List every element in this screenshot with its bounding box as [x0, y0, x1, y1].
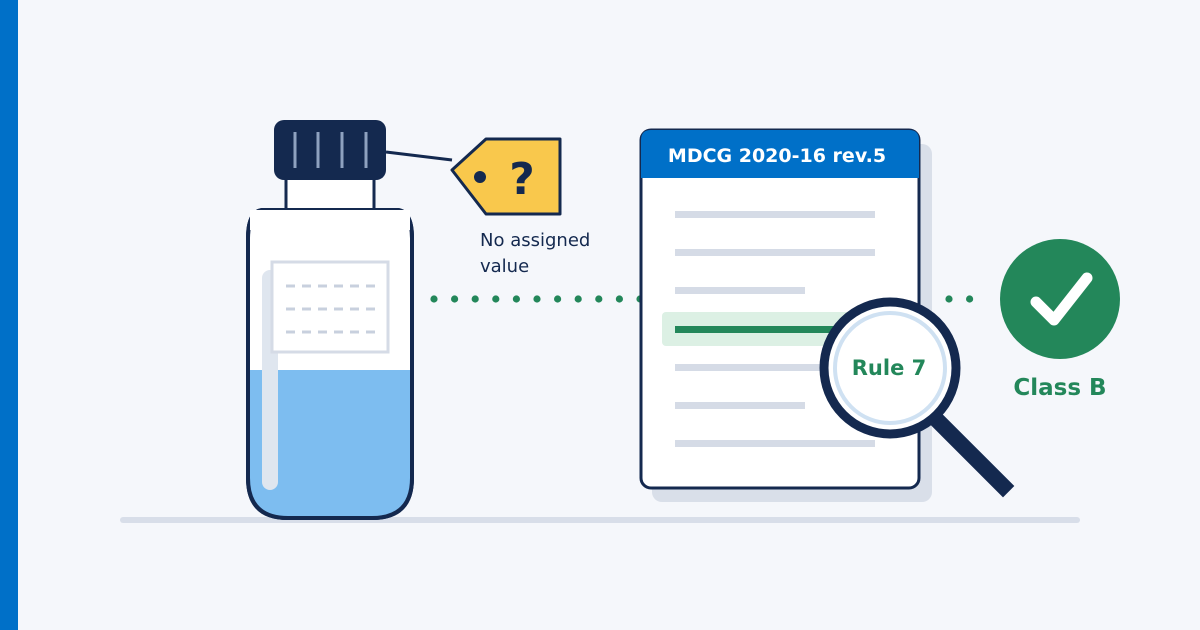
tag-shape — [450, 137, 562, 216]
connector-dot — [492, 295, 500, 303]
connector-dot — [533, 295, 541, 303]
magnifier-lens — [819, 297, 961, 439]
bottle-icon — [246, 120, 414, 520]
result-circle — [1000, 239, 1120, 359]
tag-question-mark: ? — [509, 154, 535, 205]
price-tag-icon: ? — [385, 137, 562, 216]
document-text-lines — [675, 211, 875, 447]
tag-caption-line1: No assigned — [480, 230, 590, 251]
ground-line — [120, 517, 1080, 523]
accent-bar — [0, 0, 18, 630]
tag-caption-line2: value — [480, 256, 529, 277]
connector-dot — [471, 295, 479, 303]
document-highlight-line — [675, 326, 860, 333]
magnifier-handle — [923, 406, 1015, 498]
tag-hole — [474, 171, 486, 183]
checkmark-icon — [1000, 239, 1120, 359]
magnifier-label: Rule 7 — [852, 356, 926, 380]
bottle-label — [270, 260, 390, 354]
document-header — [641, 130, 919, 178]
connector-dot — [945, 295, 953, 303]
connector-dot — [574, 295, 582, 303]
connector-dot — [966, 295, 974, 303]
bottle-cap — [274, 120, 386, 180]
tag-string — [385, 150, 453, 162]
connector-dot — [595, 295, 603, 303]
bottle-neck — [284, 172, 376, 216]
connector-dot — [554, 295, 562, 303]
connector-dot — [615, 295, 624, 303]
connector-dot — [430, 295, 438, 303]
connector-dot — [512, 295, 521, 303]
result-label: Class B — [1013, 375, 1106, 401]
magnifier-icon: Rule 7 — [819, 297, 1015, 498]
document-title: MDCG 2020-16 rev.5 — [668, 145, 886, 167]
checkmark-path — [1030, 272, 1093, 326]
connector-dot — [451, 295, 459, 303]
